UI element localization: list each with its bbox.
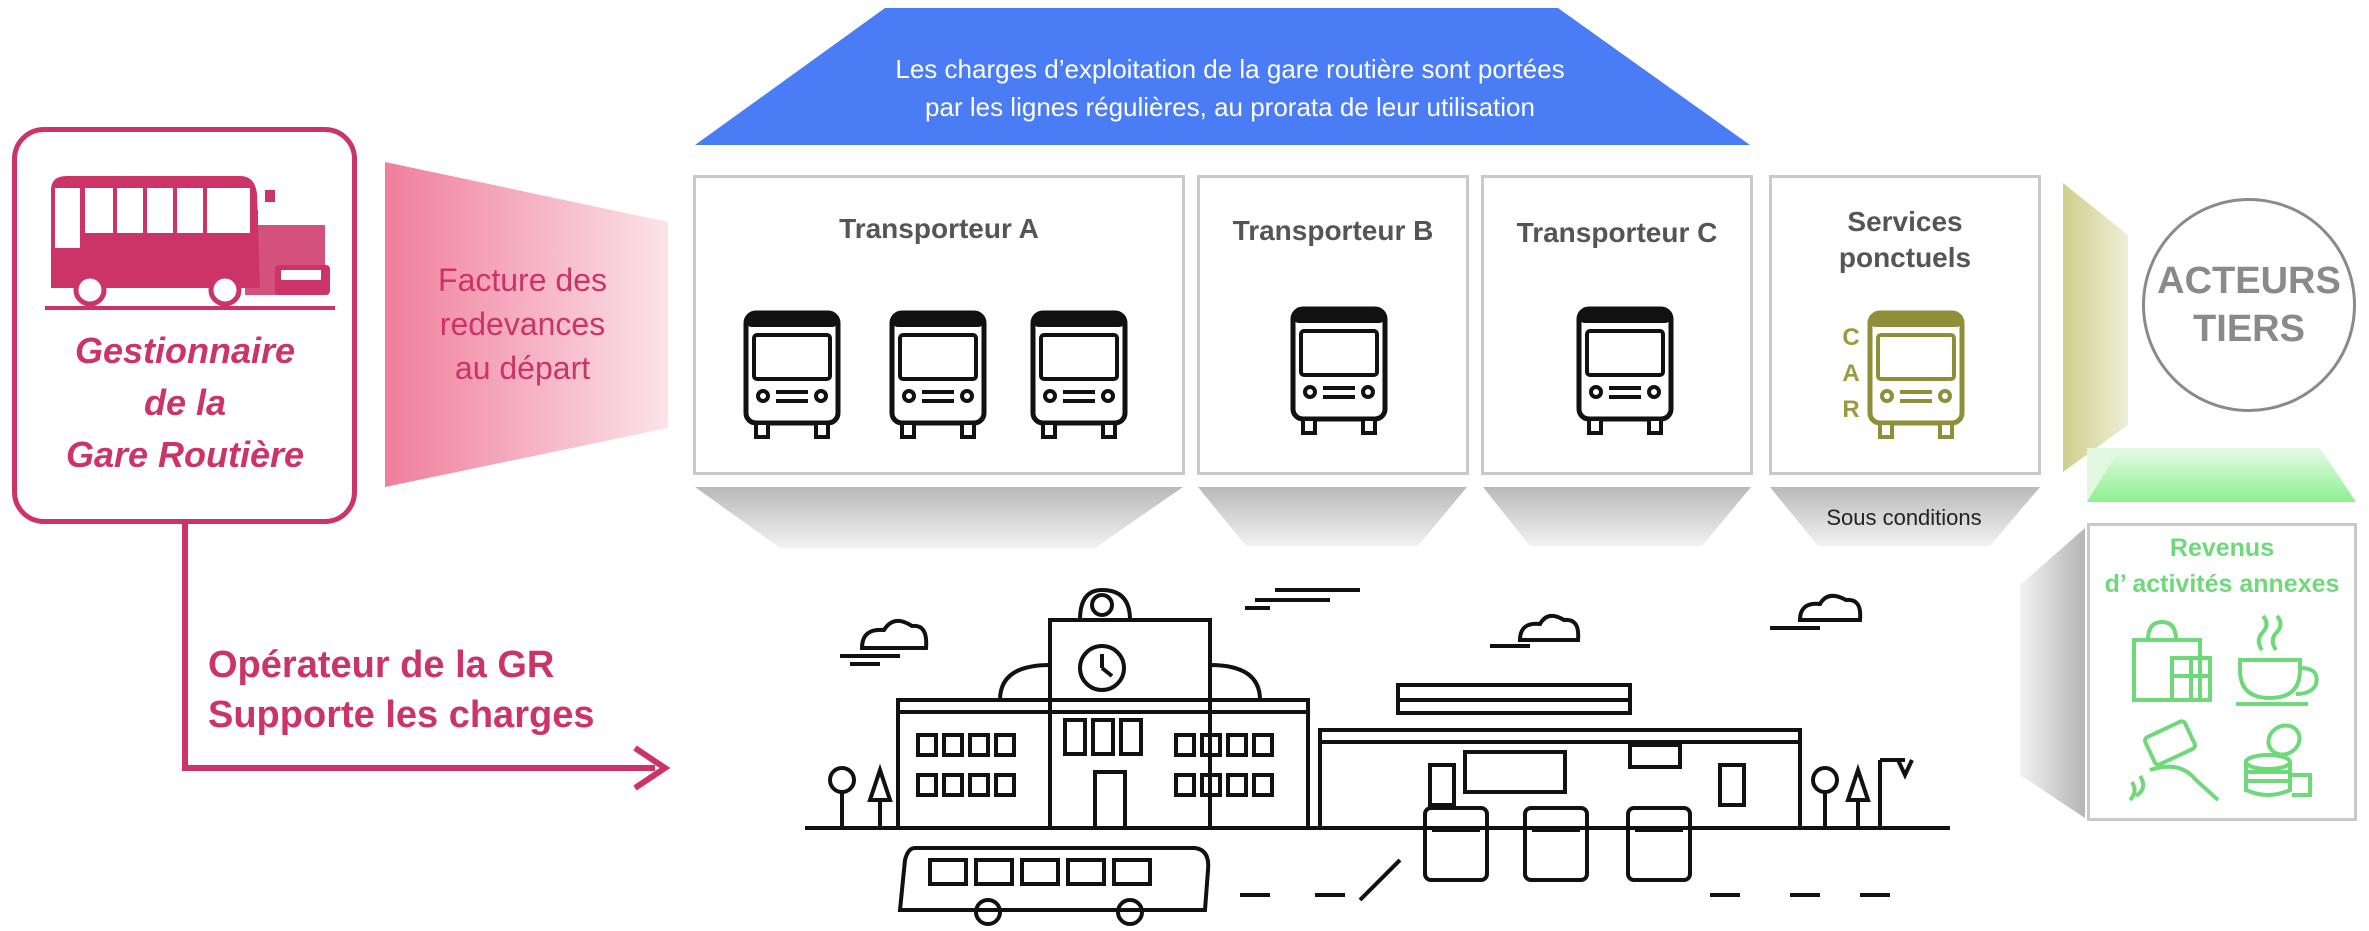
services-line-1: Services — [1847, 206, 1963, 237]
operateur-line-2: Supporte les charges — [208, 694, 595, 736]
operateur-line-1: Opérateur de la GR — [208, 644, 555, 686]
acteurs-line-2: TIERS — [2193, 308, 2305, 350]
facture-text: Facture des redevances au départ — [400, 258, 645, 390]
revenus-title: Revenus d’ activités annexes — [2087, 530, 2357, 602]
gestionnaire-line-3: Gare Routière — [65, 434, 305, 475]
shopping-gift-icon — [2132, 619, 2212, 702]
facture-line-3: au départ — [454, 350, 591, 386]
gestionnaire-title: Gestionnaire de la Gare Routière — [15, 325, 355, 481]
operateur-text: Opérateur de la GR Supporte les charges — [208, 640, 594, 740]
gestionnaire-line-1: Gestionnaire — [74, 330, 296, 371]
revenus-line-2: d’ activités annexes — [2104, 570, 2340, 598]
sous-conditions: Sous conditions — [1826, 505, 1982, 530]
bus-station-icon — [45, 176, 335, 310]
car-letter-a: A — [1842, 360, 1860, 387]
gestionnaire-line-2: de la — [143, 382, 227, 423]
car-letter-c: C — [1842, 324, 1860, 351]
coffee-cup-icon — [2236, 614, 2319, 706]
facture-line-1: Facture des — [438, 262, 607, 298]
transporteur-b-label: Transporteur B — [1232, 215, 1434, 246]
banner-text: Les charges d’exploitation de la gare ro… — [760, 40, 1700, 135]
acteurs-line-1: ACTEURS — [2157, 260, 2341, 302]
car-letters: C A R — [1836, 320, 1866, 428]
banner-line-2: par les lignes régulières, au prorata de… — [925, 91, 1535, 122]
facture-line-2: redevances — [439, 306, 606, 342]
revenus-line-1: Revenus — [2169, 534, 2275, 562]
banner-line-1: Les charges d’exploitation de la gare ro… — [895, 53, 1565, 84]
services-title: Services ponctuels — [1772, 204, 2038, 276]
services-line-2: ponctuels — [1838, 242, 1972, 273]
contactless-payment-icon — [2128, 719, 2220, 802]
transporteur-a-label: Transporteur A — [839, 213, 1039, 244]
car-letter-r: R — [1842, 396, 1860, 423]
coins-icon — [2244, 723, 2312, 797]
acteurs-tiers-circle: ACTEURS TIERS — [2142, 198, 2356, 412]
transporteur-c-label: Transporteur C — [1516, 217, 1718, 248]
